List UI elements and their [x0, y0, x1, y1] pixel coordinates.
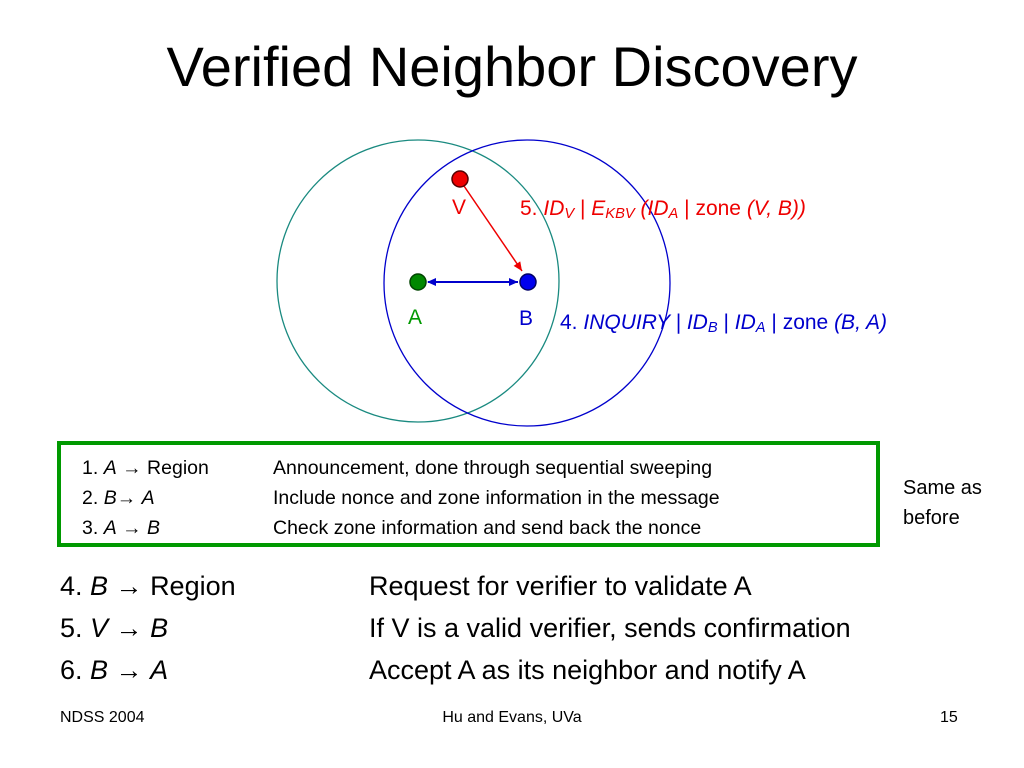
- node-a: [409, 273, 427, 291]
- box-row-2: 2. B→ A: [82, 487, 155, 509]
- box-row-3-desc: Check zone information and send back the…: [273, 517, 702, 539]
- body-row-5-desc: If V is a valid verifier, sends confirma…: [369, 613, 851, 643]
- slide-title: Verified Neighbor Discovery: [166, 35, 858, 98]
- arrow-v-to-b: [463, 185, 523, 272]
- box-row-2-desc: Include nonce and zone information in th…: [273, 487, 720, 509]
- body-row-6-desc: Accept A as its neighbor and notify A: [369, 655, 806, 685]
- node-b: [519, 273, 537, 291]
- label-v: V: [452, 196, 467, 219]
- box-row-1: 1. A → Region: [82, 457, 209, 479]
- body-row-4: 4. B → Region: [60, 571, 236, 601]
- box-row-1-desc: Announcement, done through sequential sw…: [273, 457, 713, 479]
- body-row-5: 5. V → B: [60, 613, 169, 643]
- box-row-3: 3. A → B: [82, 517, 161, 539]
- label-b: B: [519, 307, 534, 330]
- slide-number: 15: [940, 709, 958, 726]
- node-v: [451, 170, 469, 188]
- range-circle-b: [383, 139, 671, 427]
- message-5-label: 5. IDV | EKBV (IDA | zone (V, B)): [520, 197, 806, 222]
- previous-steps-box: [57, 441, 880, 547]
- body-row-4-desc: Request for verifier to validate A: [369, 571, 752, 601]
- footer-left: NDSS 2004: [60, 709, 145, 726]
- message-4-label: 4. INQUIRY | IDB | IDA | zone (B, A): [560, 311, 887, 336]
- body-row-6: 6. B → A: [60, 655, 169, 685]
- label-a: A: [408, 306, 423, 329]
- footer-center: Hu and Evans, UVa: [442, 709, 582, 726]
- range-circle-a: [276, 139, 560, 423]
- side-note: Same as before: [903, 477, 982, 529]
